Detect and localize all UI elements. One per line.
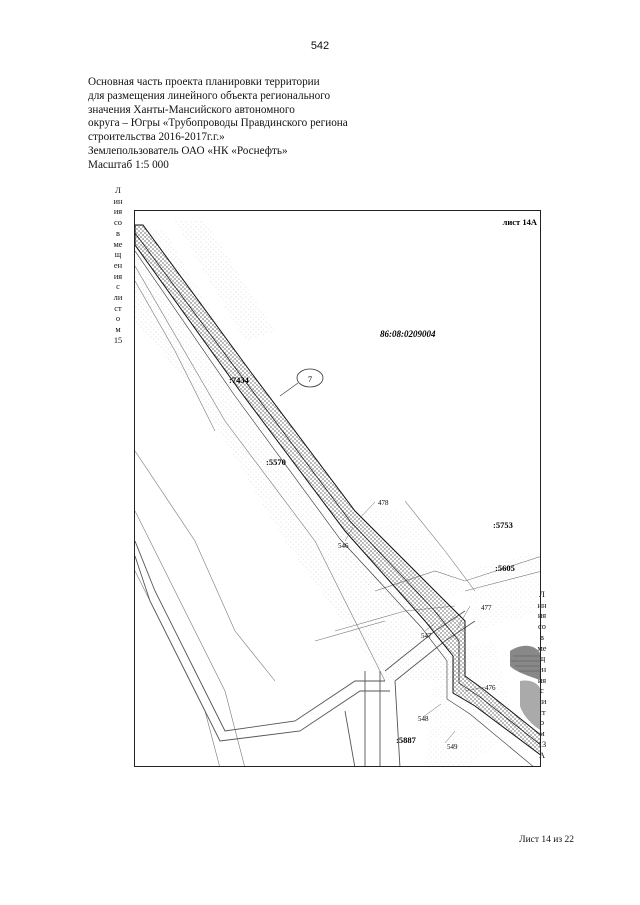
label-char: щ xyxy=(538,654,546,664)
label-char: ме xyxy=(113,239,123,249)
label-char: ия xyxy=(537,675,547,685)
point-leaders xyxy=(344,501,486,744)
header-line: Масштаб 1:5 000 xyxy=(88,158,169,171)
label-char: ия xyxy=(113,271,123,281)
document-header: Основная часть проекта планировки террит… xyxy=(88,76,408,173)
header-line: для размещения линейного объекта региона… xyxy=(88,89,331,102)
parcel-label: :5605 xyxy=(495,563,515,573)
label-char: ин xyxy=(113,196,123,206)
point-label: 547 xyxy=(421,632,432,640)
label-char: щ xyxy=(114,250,122,260)
label-char: ст xyxy=(114,303,122,313)
label-char: в xyxy=(116,228,120,238)
label-char: ли xyxy=(537,697,547,707)
water-area xyxy=(510,645,540,730)
label-char: ин xyxy=(537,600,547,610)
point-label: 476 xyxy=(485,684,496,692)
point-label: 478 xyxy=(378,499,389,507)
label-char: Л xyxy=(539,590,545,599)
parcel-label: :5887 xyxy=(396,735,417,745)
label-char: о xyxy=(115,314,121,324)
label-char: ен xyxy=(537,664,547,674)
match-line-label-right: Л ин ия со в ме щ ен ия с ли ст о м 13 А xyxy=(535,590,549,761)
label-char: ен xyxy=(113,260,123,270)
label-char: о xyxy=(539,718,545,728)
parcel-label: :5753 xyxy=(493,520,513,530)
sheet-label: лист 14А xyxy=(503,217,538,227)
parcel-label: :5570 xyxy=(266,457,286,467)
header-line: значения Ханты-Мансийского автономного xyxy=(88,103,295,116)
label-char: ли xyxy=(113,293,123,303)
header-line: округа – Югры «Трубопроводы Правдинского… xyxy=(88,117,348,130)
label-char: с xyxy=(540,686,544,696)
point-label: 477 xyxy=(481,604,492,612)
point-label: 549 xyxy=(447,743,458,751)
pipeline-corridor xyxy=(135,224,540,766)
header-line: строительства 2016-2017г.г.» xyxy=(88,131,225,144)
label-char: Л xyxy=(115,186,121,195)
label-char: ия xyxy=(537,611,547,621)
label-char: со xyxy=(114,218,122,228)
point-label: 546 xyxy=(338,542,349,550)
label-char: ме xyxy=(537,643,547,653)
parcel-label: :7434 xyxy=(229,375,250,385)
label-char: в xyxy=(540,632,544,642)
label-char: ст xyxy=(538,707,546,717)
point-label: 548 xyxy=(418,715,429,723)
label-char: с xyxy=(116,282,120,292)
match-line-label-left: Л ин ия со в ме щ ен ия с ли ст о м 15 xyxy=(111,186,125,347)
label-char: ия xyxy=(113,207,123,217)
sheet-counter: Лист 14 из 22 xyxy=(519,835,574,845)
header-line: Землепользователь ОАО «НК «Роснефть» xyxy=(88,144,288,157)
label-char: А xyxy=(538,750,546,760)
map-drawing: 7 лист 14А 86:08:0209004 :7434 :5570 :57… xyxy=(135,217,540,766)
object-marker-label: 7 xyxy=(308,374,312,384)
header-line: Основная часть проекта планировки террит… xyxy=(88,76,320,88)
label-char: м xyxy=(115,325,121,335)
label-char: 15 xyxy=(113,335,123,345)
label-char: м xyxy=(539,729,545,739)
map-frame: 7 лист 14А 86:08:0209004 :7434 :5570 :57… xyxy=(134,210,541,767)
page-number: 542 xyxy=(310,40,330,52)
label-char: 13 xyxy=(537,739,547,749)
object-marker: 7 xyxy=(279,368,324,397)
cadastral-quarter-label: 86:08:0209004 xyxy=(380,329,436,339)
label-char: со xyxy=(538,622,546,632)
